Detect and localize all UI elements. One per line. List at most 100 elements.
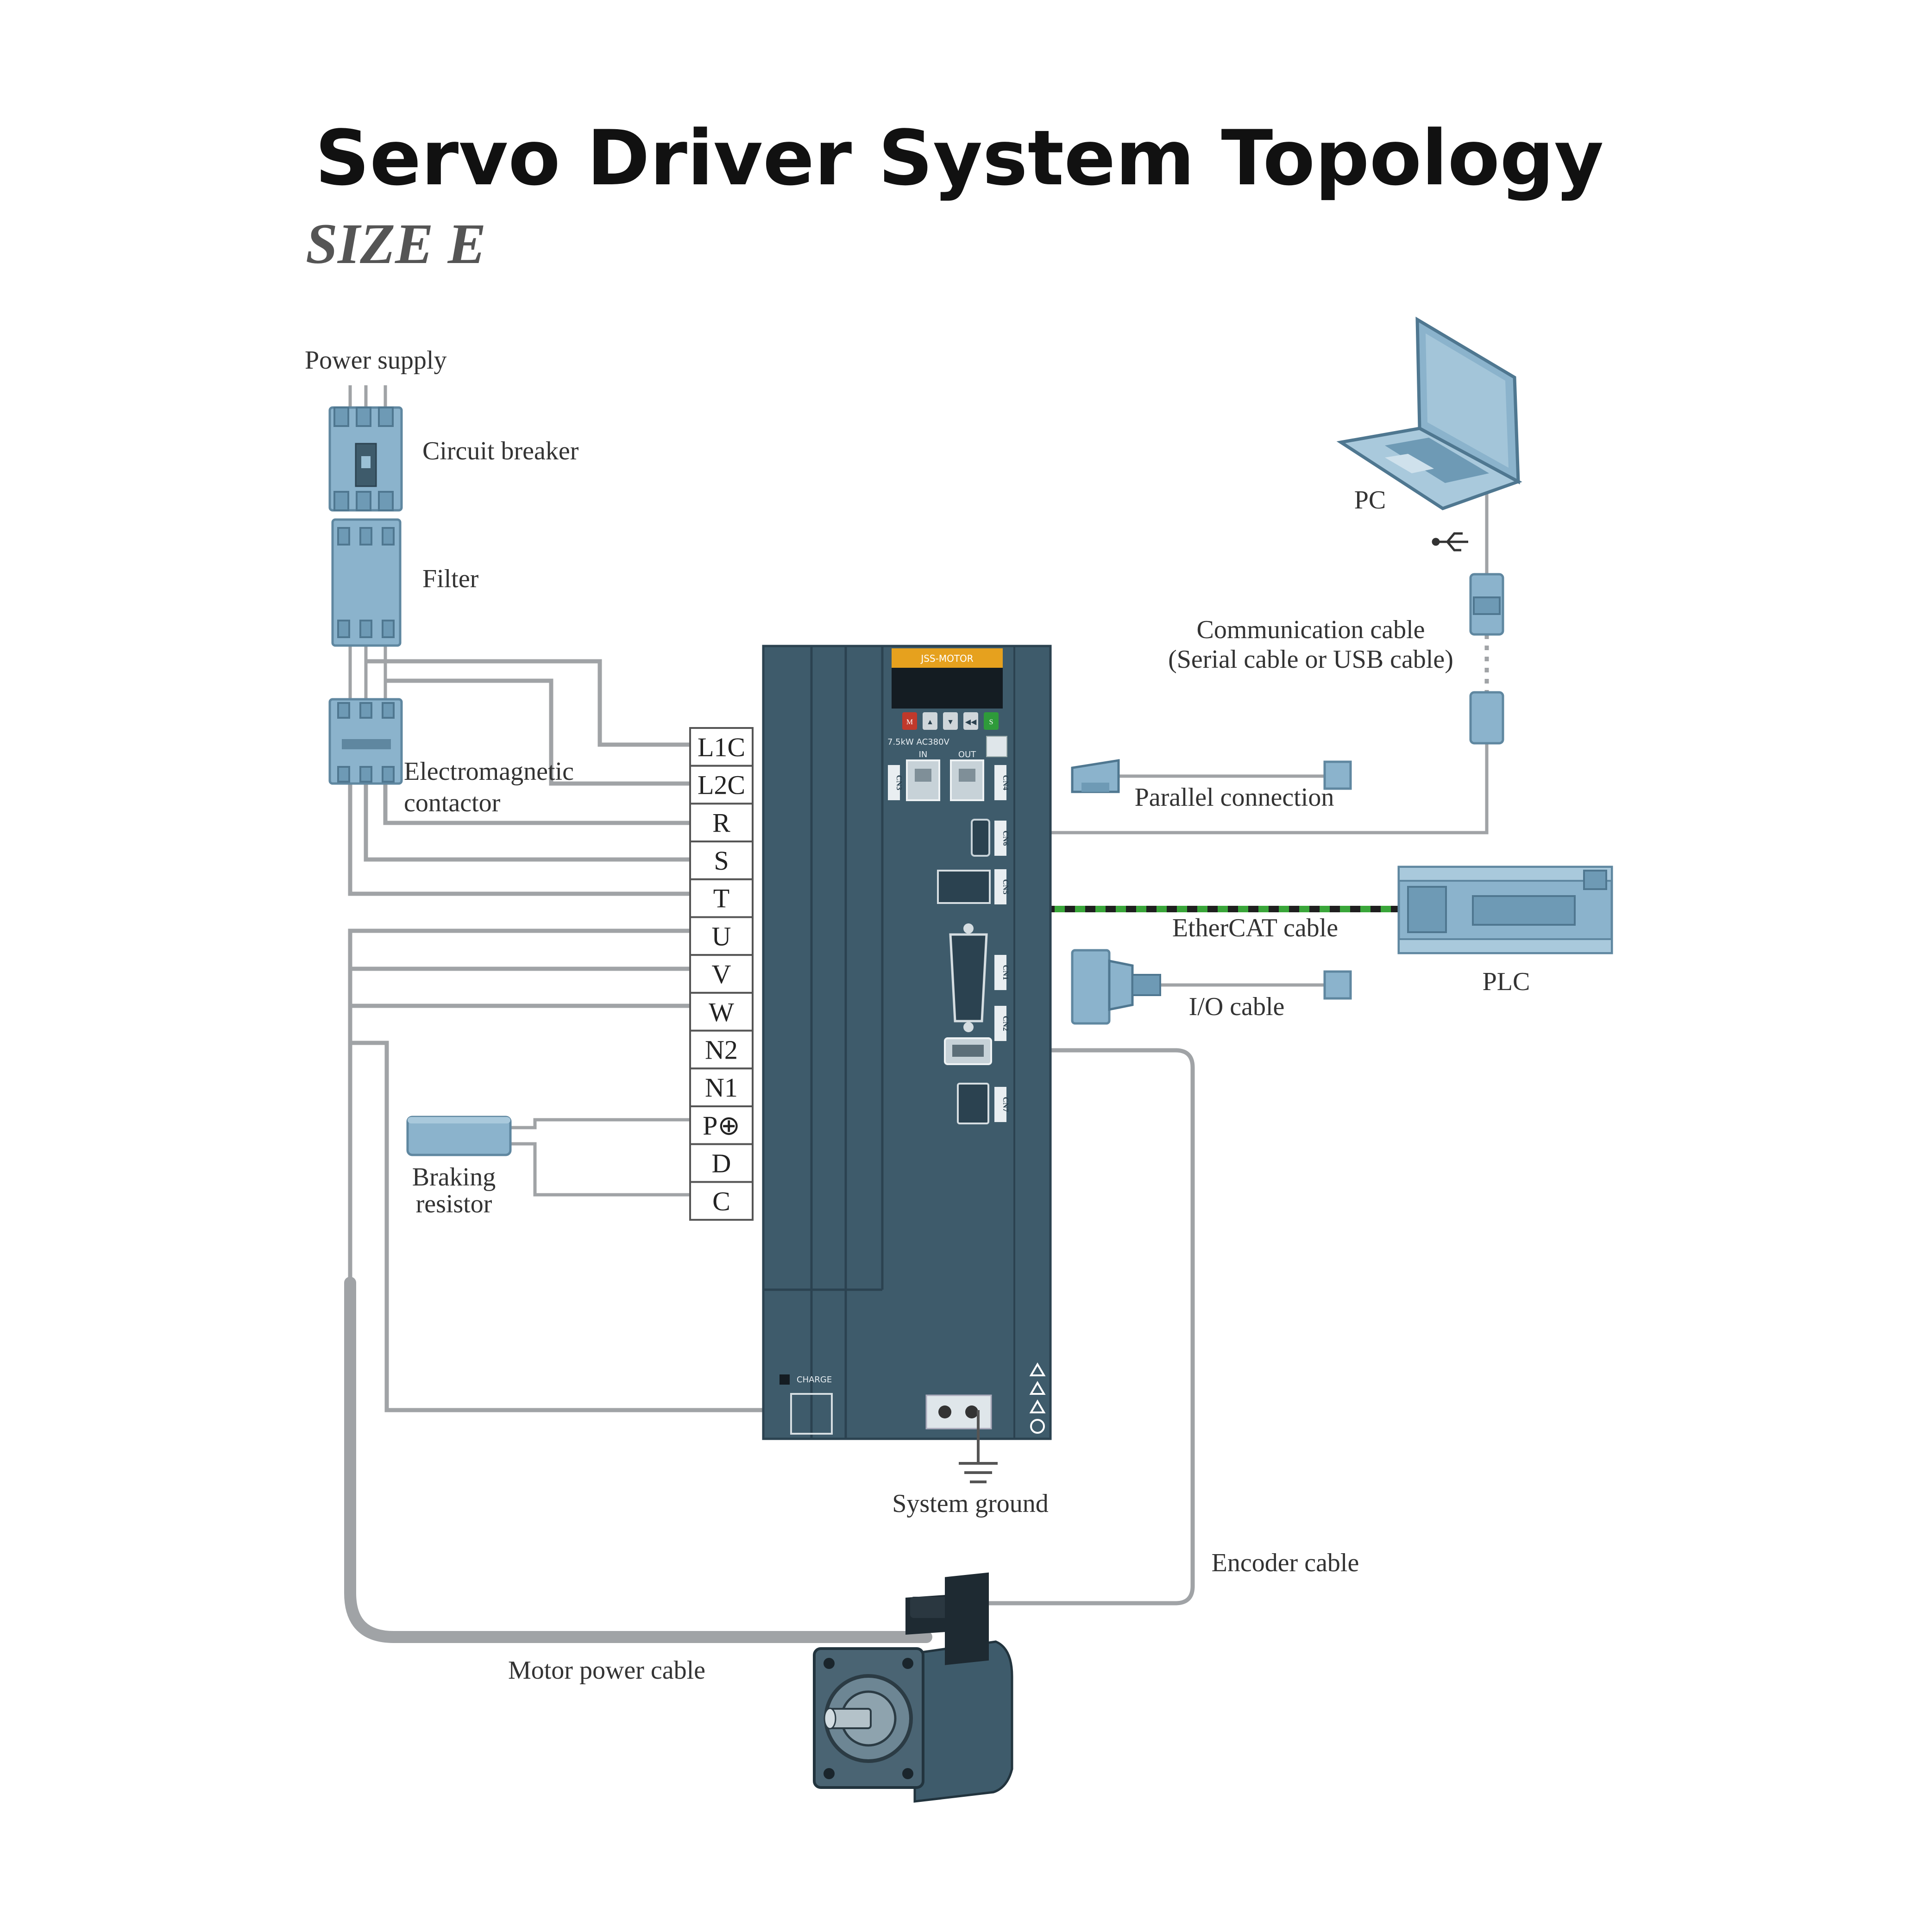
usb-icon (1432, 532, 1468, 552)
power-supply-label: Power supply (305, 346, 446, 375)
page-title: Servo Driver System Topology (315, 114, 1603, 202)
cn5-port[interactable] (937, 870, 991, 904)
driver-key[interactable] (902, 712, 917, 730)
terminal-label: R (712, 808, 730, 838)
terminal-cell (689, 1105, 754, 1145)
terminal-label: T (713, 884, 729, 914)
warning-icons (1029, 1362, 1046, 1434)
signal-wiring (961, 491, 1489, 1606)
connector-tag (994, 1087, 1006, 1122)
serial-connector-icon (1469, 573, 1504, 636)
connector-tag (994, 869, 1006, 904)
parallel-connection-label: Parallel connection (1135, 783, 1334, 812)
comm-cable-label-line2: (Serial cable or USB cable) (1168, 645, 1453, 674)
braking-label-line1: Braking (412, 1163, 496, 1192)
cn1-io-port[interactable] (949, 933, 988, 1022)
charge-label: CHARGE (797, 1375, 832, 1385)
driver-key-label: S (989, 718, 993, 726)
parallel-connection-end-icon (1323, 760, 1352, 790)
terminal-cell (689, 1143, 754, 1183)
terminal-label: C (712, 1186, 730, 1216)
io-cable-end-icon (1323, 970, 1352, 1000)
terminal-label: N1 (705, 1073, 738, 1103)
driver-key[interactable] (923, 712, 937, 730)
braking-wiring (507, 1118, 690, 1197)
ground-terminal[interactable] (925, 1394, 992, 1430)
ground-symbol-icon (959, 1410, 998, 1483)
laptop-icon (1336, 316, 1522, 510)
driver-key[interactable] (984, 712, 999, 730)
connector-tag (994, 1006, 1006, 1041)
rj45-plug-icon (1071, 759, 1120, 793)
connector-tag-label: CN6 (1001, 830, 1010, 846)
contactor-label-line1: Electromagnetic (404, 757, 574, 786)
driver-brand: JSS-MOTOR (920, 653, 973, 664)
driver-key-label: M (906, 718, 913, 726)
terminal-cell (689, 991, 754, 1032)
system-ground-label: System ground (892, 1489, 1049, 1518)
connector-tag-label: CN1 (1001, 965, 1010, 980)
terminal-cell (689, 1181, 754, 1221)
terminal-cell (689, 1029, 754, 1070)
terminal-cell (689, 765, 754, 805)
cn6-usb-port[interactable] (971, 819, 990, 857)
braking-resistor (406, 1116, 512, 1156)
driver-key[interactable] (943, 712, 958, 730)
driver-key[interactable] (963, 712, 978, 730)
connector-tag-label: CN7 (1001, 1097, 1010, 1112)
driver-key-label: ▲ (926, 718, 934, 726)
circuit-breaker (328, 406, 403, 512)
driver-key-label: ◀◀ (965, 718, 977, 726)
connector-tag (994, 765, 1006, 800)
terminal-label: L1C (698, 732, 745, 762)
plc-icon (1397, 866, 1613, 954)
connector-tag (888, 765, 900, 800)
electromagnetic-contactor (328, 698, 403, 785)
connector-tag-label: CN4 (1001, 775, 1010, 790)
filter-label: Filter (422, 565, 479, 593)
connector-tag-label: CN3 (895, 775, 904, 790)
terminal-cell (689, 954, 754, 994)
connector-tag-label: CN2 (1001, 1016, 1010, 1031)
power-wiring (348, 385, 690, 896)
terminal-label: W (709, 997, 734, 1027)
port-out-label: OUT (958, 750, 976, 759)
circuit-breaker-label: Circuit breaker (422, 437, 579, 465)
terminal-cell (689, 841, 754, 880)
charge-indicator (780, 1374, 790, 1385)
terminal-cell (689, 727, 754, 767)
terminal-label: U (712, 921, 731, 951)
terminal-label: P⊕ (703, 1110, 740, 1141)
qr-code-icon (986, 736, 1007, 757)
usb-connector-icon (1469, 691, 1504, 745)
filter (331, 518, 402, 647)
port-in-label: IN (919, 750, 928, 759)
comm-cable-label-line1: Communication cable (1197, 615, 1425, 644)
db-connector-icon (1071, 949, 1161, 1025)
driver-keypad: M ▲ ▼ ◀◀ S (902, 712, 999, 730)
servo-driver: JSS-MOTOR M ▲ ▼ ◀◀ S 7.5kW AC380V IN OUT CN3… (762, 645, 1052, 1440)
connector-tag (994, 955, 1006, 990)
connector-tag (994, 821, 1006, 856)
terminal-label: S (714, 846, 729, 876)
terminal-label: V (712, 959, 731, 989)
servo-motor (813, 1572, 1013, 1803)
encoder-cable-label: Encoder cable (1212, 1549, 1359, 1577)
terminal-label: L2C (698, 770, 745, 800)
terminal-label: N2 (705, 1035, 738, 1065)
motor-power-cable-label: Motor power cable (508, 1656, 705, 1685)
terminal-cell (689, 803, 754, 843)
driver-key-label: ▼ (947, 718, 954, 726)
connector-tag-label: CN5 (1001, 879, 1010, 894)
contactor-label-line2: contactor (404, 789, 501, 817)
braking-label-line2: resistor (416, 1190, 492, 1218)
cn7-port[interactable] (957, 1083, 989, 1124)
pc-label: PC (1354, 486, 1386, 514)
ethercat-cable-label: EtherCAT cable (1172, 914, 1338, 942)
driver-rating: 7.5kW AC380V (887, 737, 949, 747)
plc-label: PLC (1483, 967, 1530, 996)
